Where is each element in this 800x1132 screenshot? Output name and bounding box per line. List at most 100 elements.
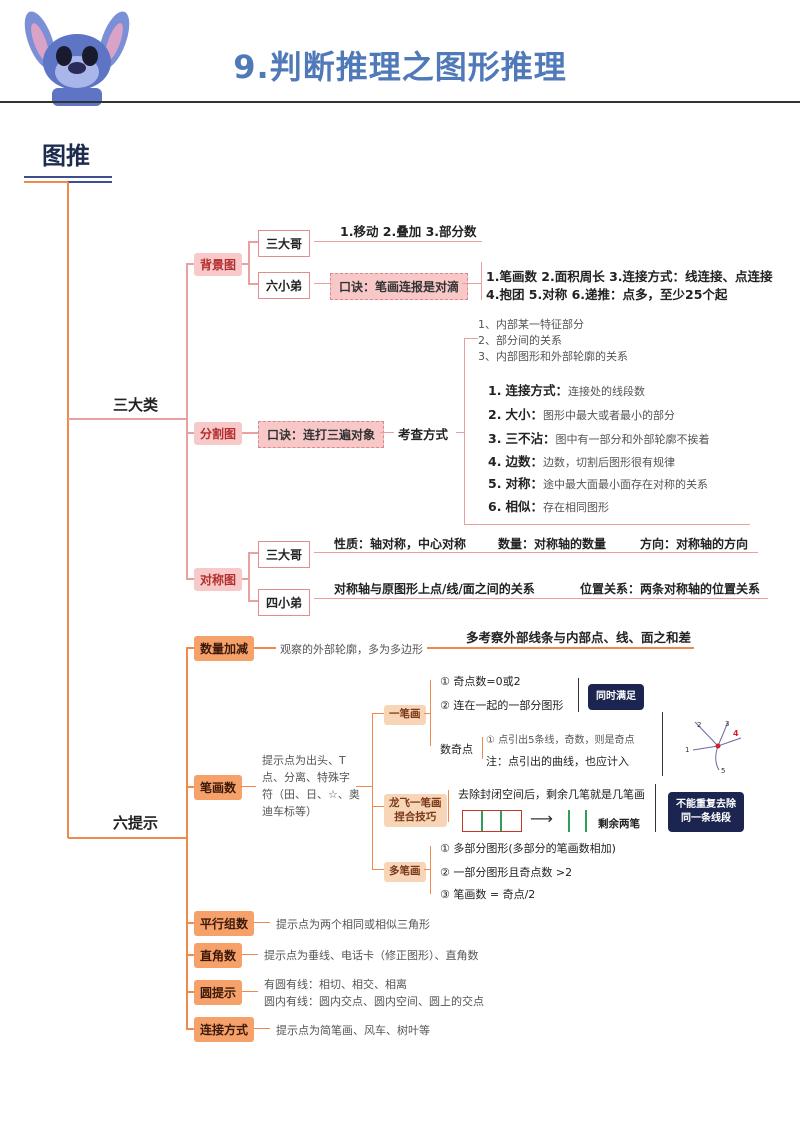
koujue-fenge: 口诀：连打三遍对象 <box>258 421 385 448</box>
tag-yibihua: 一笔画 <box>384 705 426 725</box>
beijing-h1 <box>248 241 258 243</box>
fenge-top-2: 2、部分间的关系 <box>478 334 562 347</box>
kaocha-bottom <box>464 524 750 525</box>
yuan-l1: 有圆有线：相切、相交、相离 <box>264 978 407 991</box>
shuliang-note: 多考察外部线条与内部点、线、面之和差 <box>466 630 692 645</box>
page-title: 9.判断推理之图形推理 <box>233 48 567 86</box>
lianjie-h <box>254 1028 270 1029</box>
beijing-h <box>242 263 250 265</box>
fenge-top-1: 1、内部某一特征部分 <box>478 318 584 331</box>
manzu-bracket <box>578 678 579 712</box>
shuliang-ext <box>254 647 694 649</box>
main-spine <box>67 182 69 838</box>
rect-figure-icon <box>462 810 522 832</box>
fenge-h2 <box>380 432 394 433</box>
longfei-bracket-right <box>655 784 656 832</box>
duichen-shuliang: 数量：对称轴的数量 <box>498 537 607 551</box>
yibihua-c1: ① 奇点数=0或2 <box>440 675 521 688</box>
liuxiao-bracket <box>481 262 482 300</box>
box-sandage-1: 三大哥 <box>258 230 311 257</box>
tag-zhijiaoshu: 直角数 <box>194 943 243 968</box>
duichen-h1 <box>248 552 258 554</box>
duichen-h <box>242 578 250 580</box>
line-duichen <box>186 578 196 580</box>
duichen-weizhi: 位置关系：两条对称轴的位置关系 <box>580 582 761 596</box>
duobihua-c1: ① 多部分图形(多部分的笔画数相加) <box>440 842 616 855</box>
header-divider <box>0 101 800 103</box>
c3-bracket <box>482 737 483 759</box>
tag-fengetu: 分割图 <box>194 422 243 445</box>
fig-num-5: 5 <box>721 767 725 775</box>
fig-num-4: 4 <box>733 729 739 738</box>
fig-num-1: 1 <box>685 746 689 754</box>
kaocha-label: 考查方式 <box>398 427 449 442</box>
sandalei-vertical <box>186 263 188 579</box>
fenge-h <box>242 432 258 434</box>
line-beijing <box>186 263 196 265</box>
line-shuliang <box>186 647 196 649</box>
tag-yuantishi: 圆提示 <box>194 980 243 1005</box>
duichen-guanxi: 对称轴与原图形上点/线/面之间的关系 <box>334 582 535 596</box>
spine-top <box>24 181 68 183</box>
box-sandage-2: 三大哥 <box>258 541 311 568</box>
tag-lianjiefangshi: 连接方式 <box>194 1017 255 1042</box>
duobihua-h0 <box>372 869 384 870</box>
yuan-l2: 圆内有线：圆内交点、圆内空间、圆上的交点 <box>264 995 484 1008</box>
topic-label: 图推 <box>42 142 90 170</box>
badge-bunengchongfu: 不能重复去除 同一条线段 <box>668 792 744 832</box>
line-yuan <box>186 991 196 993</box>
kaocha-ext <box>456 432 464 433</box>
longfei-text: 去除封闭空间后，剩余几笔就是几笔画 <box>458 788 645 801</box>
topic-underline <box>24 176 112 178</box>
liuxiao-line2: 4.抱团 5.对称 6.递推：点多，至少25个起 <box>486 287 728 302</box>
duichen-ext2 <box>314 598 768 599</box>
badge-tongshimanzu: 同时满足 <box>588 684 644 710</box>
yibihua-c3-a: ① 点引出5条线，奇数，则是奇点 <box>486 735 635 746</box>
yibihua-bracket <box>430 680 431 746</box>
zhijiao-hint: 提示点为垂线、电话卡（修正图形）、直角数 <box>264 949 479 962</box>
bihua-hint-1: 提示点为出头、T <box>262 754 346 767</box>
lianjie-hint: 提示点为简笔画、风车、树叶等 <box>276 1024 430 1037</box>
tag-bihuashu: 笔画数 <box>194 775 243 800</box>
duichen-fangxiang: 方向：对称轴的方向 <box>640 537 749 551</box>
yibihua-h0 <box>372 713 384 714</box>
zhijiao-h <box>242 954 258 955</box>
longfei-h0 <box>372 806 384 807</box>
fig-num-3: 3 <box>725 720 729 728</box>
bihua-hint-4: 迪车标等） <box>262 805 317 818</box>
tag-shuliangjiajian: 数量加减 <box>194 636 255 661</box>
line-pingxing <box>186 922 196 924</box>
tag-duichentu: 对称图 <box>194 568 243 591</box>
pingxing-h <box>254 922 270 923</box>
duichen-ext1 <box>314 552 758 553</box>
duobihua-c3: ③ 笔画数 = 奇点/2 <box>440 888 536 901</box>
duichen-h2 <box>248 600 258 602</box>
fenge-item-2: 2. 大小：图形中最大或者最小的部分 <box>488 407 675 422</box>
pingxing-hint: 提示点为两个相同或相似三角形 <box>276 918 430 931</box>
bihua-bracket <box>372 713 373 869</box>
longfei-bracket <box>448 790 449 822</box>
fenge-item-6: 6. 相似：存在相同图形 <box>488 499 609 514</box>
two-strokes-icon <box>568 810 588 832</box>
fenge-item-5: 5. 对称：途中最大面最小面存在对称的关系 <box>488 476 708 491</box>
liuxiao-line1: 1.笔画数 2.面积周长 3.连接方式：线连接、点连接 <box>486 269 773 284</box>
box-liuxiaodi: 六小弟 <box>258 272 311 299</box>
branch-sandalei: 三大类 <box>113 396 159 414</box>
arrow-right-icon: ⟶ <box>530 809 553 828</box>
yuan-h <box>242 991 258 992</box>
duobihua-bracket <box>430 846 431 894</box>
branch-line-liutishi <box>68 837 186 839</box>
yibihua-h <box>424 713 430 714</box>
branch-line-sandalei <box>68 418 186 420</box>
branch-liutishi: 六提示 <box>113 814 159 832</box>
bihua-hint-2: 点、分离、特殊字 <box>262 771 350 784</box>
line-fenge <box>186 432 196 434</box>
bihua-to-bracket <box>356 786 372 787</box>
duobihua-h <box>424 869 430 870</box>
tag-longfei: 龙飞一笔画 捏合技巧 <box>384 794 447 828</box>
sandage-ext <box>314 241 482 242</box>
yibihua-c3-b: 注：点引出的曲线，也应计入 <box>486 755 629 768</box>
odd-point-figure-icon: 2 3 4 1 5 <box>662 712 763 776</box>
fenge-item-1: 1. 连接方式：连接处的线段数 <box>488 383 645 398</box>
line-lianjie <box>186 1028 196 1030</box>
